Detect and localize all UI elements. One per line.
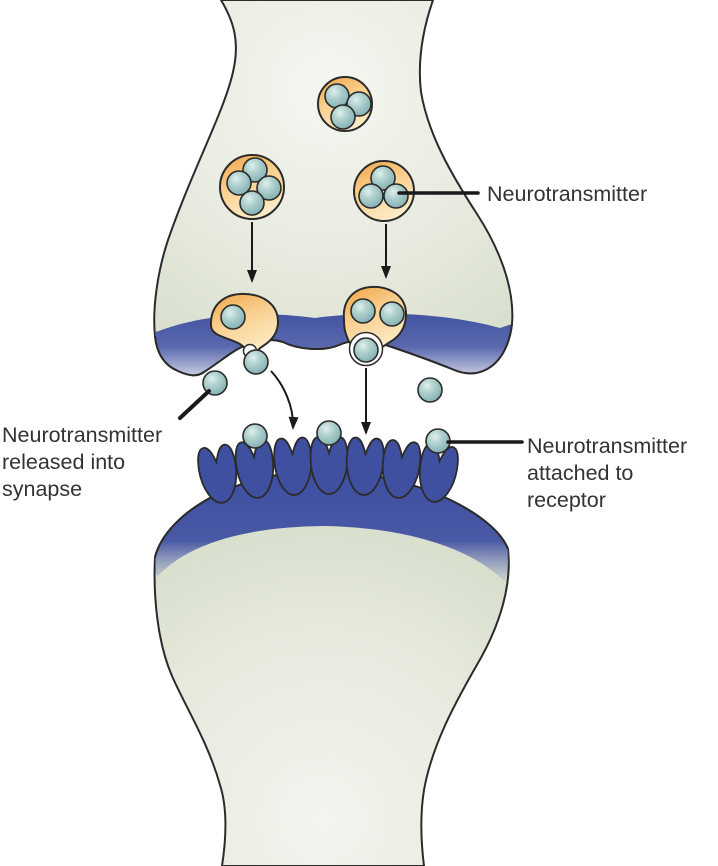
neurotransmitter-molecule	[379, 301, 405, 327]
presynaptic-terminal	[153, 0, 514, 377]
neurotransmitter-molecule-bound	[425, 428, 451, 454]
neurotransmitter-molecule	[350, 298, 376, 324]
neurotransmitter-molecule	[220, 304, 246, 330]
neurotransmitter-molecule	[383, 183, 409, 209]
synaptic-vesicle-right	[353, 160, 415, 222]
postsynaptic-neuron	[153, 469, 510, 866]
neurotransmitter-molecule-exiting	[353, 337, 379, 363]
neurotransmitter-molecule	[358, 183, 384, 209]
leader-line-released	[178, 389, 211, 420]
arrows	[247, 222, 391, 435]
neurotransmitter-molecule-bound	[242, 423, 268, 449]
label-released-into-synapse: Neurotransmitter released into synapse	[2, 423, 162, 501]
postsynaptic-membrane	[155, 471, 509, 582]
svg-text:receptor: receptor	[527, 488, 606, 512]
synaptic-vesicle-left	[219, 154, 285, 220]
synaptic-vesicle-top	[317, 76, 373, 132]
label-attached-to-receptor: Neurotransmitter attached to receptor	[527, 434, 687, 512]
neurotransmitter-molecule-free	[417, 377, 443, 403]
presynaptic-membrane-outline	[154, 323, 513, 377]
neurotransmitter-molecule	[324, 83, 350, 109]
svg-text:Neurotransmitter: Neurotransmitter	[2, 423, 162, 447]
neurotransmitter-molecule	[330, 104, 356, 130]
arrow-release-curved	[270, 370, 299, 430]
svg-text:attached to: attached to	[527, 461, 633, 485]
neurotransmitter-molecule-bound	[316, 420, 342, 446]
neurotransmitter-molecule	[239, 190, 265, 216]
svg-text:synapse: synapse	[2, 477, 82, 501]
neurotransmitter-molecule-free	[243, 349, 269, 375]
label-neurotransmitter: Neurotransmitter	[487, 182, 647, 206]
svg-text:Neurotransmitter: Neurotransmitter	[527, 434, 687, 458]
labels: Neurotransmitter Neurotransmitter releas…	[2, 182, 687, 512]
presynaptic-membrane	[155, 313, 512, 376]
svg-text:released into: released into	[2, 450, 125, 474]
